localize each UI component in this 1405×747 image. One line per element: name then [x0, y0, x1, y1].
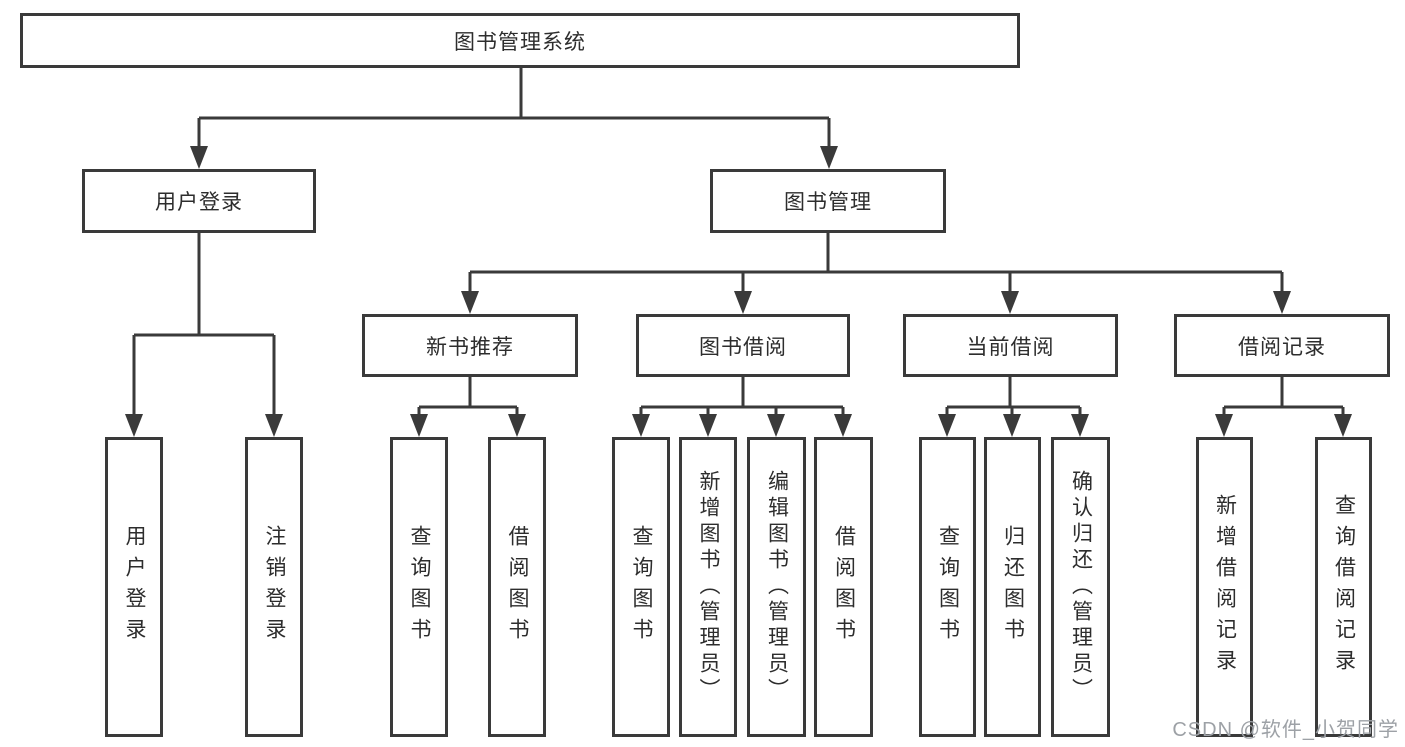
node-label: 新增借阅记录 — [1213, 494, 1237, 680]
node-label: 编辑图书（管理员） — [765, 470, 789, 704]
node-label: 查询借阅记录 — [1332, 494, 1356, 680]
node-label: 查询图书 — [630, 525, 653, 649]
leaf-add-books-admin: 新增图书（管理员） — [679, 437, 737, 737]
leaf-query-books-borrow: 查询图书 — [612, 437, 670, 737]
leaf-borrow-books-recommend: 借阅图书 — [488, 437, 546, 737]
csdn-watermark: CSDN @软件_小贺同学 — [1172, 719, 1399, 741]
leaf-return-books: 归还图书 — [984, 437, 1041, 737]
node-label: 用户登录 — [155, 191, 243, 214]
leaf-query-books-current: 查询图书 — [919, 437, 976, 737]
node-label: 新书推荐 — [426, 335, 514, 359]
node-book-borrow: 图书借阅 — [636, 314, 850, 377]
leaf-logout-login: 注销登录 — [245, 437, 303, 737]
node-label: 用户登录 — [123, 525, 146, 649]
leaf-add-borrow-record: 新增借阅记录 — [1196, 437, 1253, 737]
node-borrow-records: 借阅记录 — [1174, 314, 1390, 377]
node-label: 新增图书（管理员） — [697, 470, 720, 704]
node-user-login: 用户登录 — [82, 169, 316, 233]
node-book-management: 图书管理 — [710, 169, 946, 233]
node-label: 归还图书 — [1001, 525, 1025, 649]
node-new-book-recommend: 新书推荐 — [362, 314, 578, 377]
leaf-borrow-books: 借阅图书 — [814, 437, 873, 737]
leaf-user-login: 用户登录 — [105, 437, 163, 737]
node-current-borrow: 当前借阅 — [903, 314, 1118, 377]
node-root-system: 图书管理系统 — [20, 13, 1020, 68]
leaf-edit-books-admin: 编辑图书（管理员） — [747, 437, 806, 737]
node-label: 查询图书 — [936, 525, 960, 649]
node-label: 图书管理系统 — [454, 30, 586, 54]
node-label: 借阅图书 — [506, 525, 529, 649]
leaf-query-books-recommend: 查询图书 — [390, 437, 448, 737]
node-label: 图书管理 — [784, 191, 872, 214]
node-label: 确认归还（管理员） — [1069, 470, 1093, 704]
leaf-query-borrow-record: 查询借阅记录 — [1315, 437, 1372, 737]
node-label: 当前借阅 — [966, 335, 1055, 359]
node-label: 借阅记录 — [1238, 335, 1326, 359]
node-label: 查询图书 — [408, 525, 431, 649]
node-label: 借阅图书 — [832, 525, 856, 649]
node-label: 图书借阅 — [699, 335, 787, 359]
node-label: 注销登录 — [263, 525, 286, 649]
leaf-confirm-return-admin: 确认归还（管理员） — [1051, 437, 1110, 737]
